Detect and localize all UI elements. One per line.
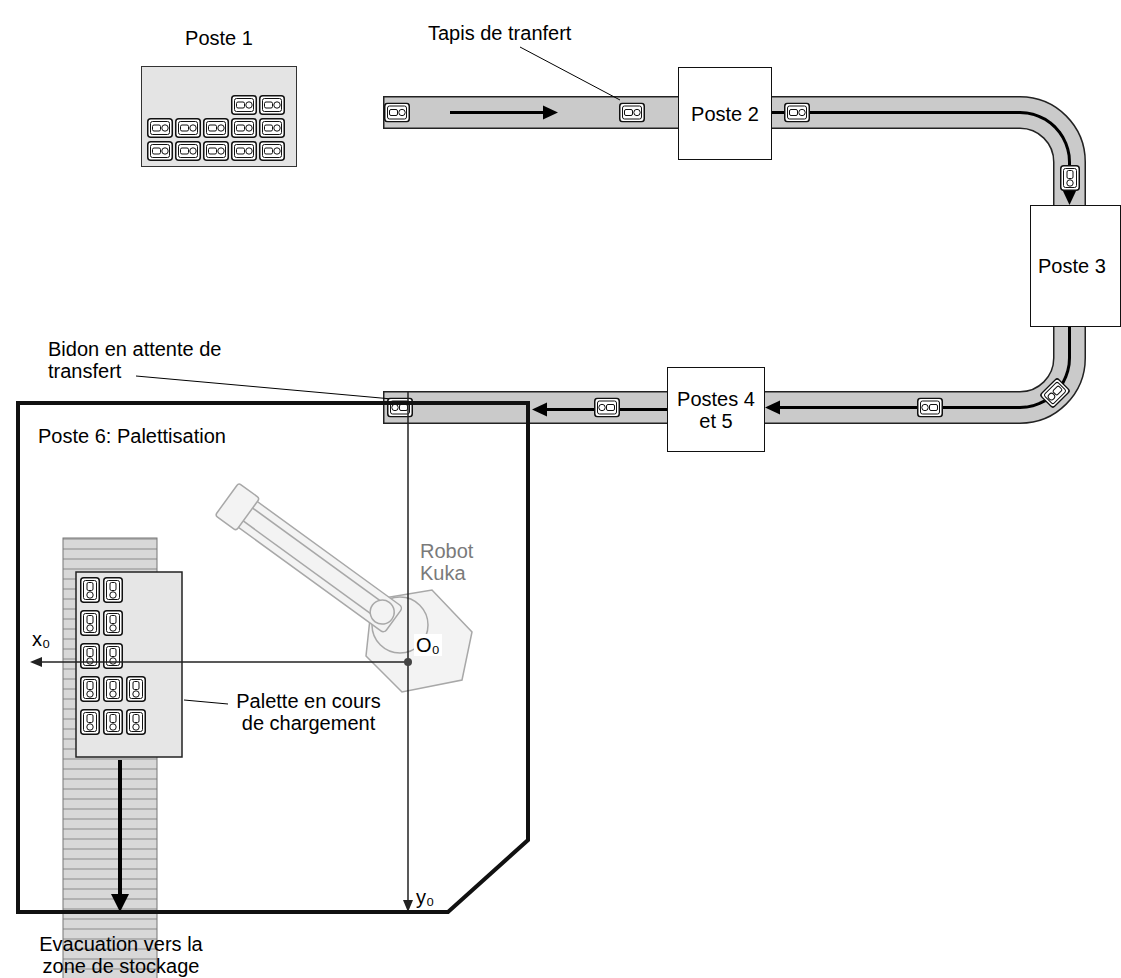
flow-arrow (450, 111, 545, 114)
robot-illustration (253, 508, 387, 606)
station-name: Poste 6: Palettisation (38, 425, 226, 447)
container-icon (104, 611, 123, 636)
station-box: Poste 1 (141, 66, 297, 167)
arrowhead (765, 401, 780, 415)
container-icon (104, 578, 123, 603)
robot-illustration (243, 521, 377, 619)
robot-label: Robot Kuka (418, 540, 475, 584)
axis-arrowhead (30, 657, 42, 667)
robot-illustration (215, 483, 260, 531)
leader-line (136, 376, 392, 399)
axis (42, 661, 408, 663)
container-icon (232, 142, 257, 161)
evacuation-arrow (118, 760, 122, 896)
zone-outline-shape (16, 401, 532, 914)
connector-line (772, 113, 1070, 194)
exit-label: Evacuation vers la zone de stockage (20, 933, 222, 977)
container-icon (260, 142, 285, 161)
station-box: Poste 3 (1030, 205, 1121, 327)
container-icon (81, 677, 100, 702)
leader-line (184, 700, 228, 704)
axis-arrowhead (404, 658, 412, 666)
zone-outline-shape (18, 403, 528, 912)
axis (407, 392, 409, 900)
evacuation-arrow (111, 894, 129, 912)
container-icon (81, 611, 100, 636)
connector-line (777, 327, 1070, 408)
container-icon (918, 398, 943, 417)
station-name: Poste 3 (1038, 255, 1106, 277)
flow-arrow (450, 106, 558, 120)
origin-label: O₀ (414, 634, 442, 656)
container-icon (1040, 378, 1070, 408)
container-icon (176, 142, 201, 161)
zone-outline: Poste 6: Palettisation (16, 401, 532, 914)
container-icon (81, 710, 100, 735)
container-icon (81, 644, 100, 669)
container-icon (176, 119, 201, 138)
robot-illustration (215, 483, 472, 692)
robot-illustration (366, 590, 472, 692)
callout-label: Bidon en attente de transfert (48, 338, 240, 382)
leader-line (520, 47, 620, 100)
flow-arrow (543, 106, 558, 120)
container-icon (620, 103, 645, 122)
container-icon (232, 96, 257, 115)
container-icon (148, 119, 173, 138)
container-icon (127, 677, 146, 702)
container-icon (148, 142, 173, 161)
leader-line (136, 47, 620, 704)
station-fill (141, 66, 297, 167)
conveyor-belt (383, 391, 385, 424)
container-icon (204, 142, 229, 161)
pallet (76, 572, 182, 757)
flow-connector (772, 113, 1077, 206)
station-name: Poste 2 (691, 103, 759, 125)
container-icon (127, 710, 146, 735)
evacuation-arrow (111, 760, 129, 912)
robot-illustration (365, 595, 399, 629)
container-icon (595, 398, 620, 417)
station-name: Postes 4 et 5 (674, 388, 758, 432)
container-icon (785, 103, 810, 122)
arrowhead (532, 403, 547, 417)
container-icon (104, 644, 123, 669)
station-box: Poste 2 (678, 67, 772, 160)
station-name: Poste 1 (142, 27, 296, 49)
container-icon (232, 119, 257, 138)
conveyor-label: Tapis de tranfert (428, 22, 571, 44)
robot-illustration (215, 483, 405, 636)
container-icon (204, 119, 229, 138)
callout-label: Palette en cours de chargement (226, 690, 391, 734)
arrowhead (1063, 190, 1077, 205)
container-icon (104, 710, 123, 735)
container-icon (81, 96, 1080, 735)
axis-arrowhead (30, 657, 413, 912)
station-box: Postes 4 et 5 (667, 367, 765, 452)
container-icon (260, 119, 285, 138)
container-icon (260, 96, 285, 115)
container-icon (1061, 166, 1080, 191)
axis-label: x₀ (32, 628, 50, 650)
axis (42, 392, 408, 900)
container-icon (385, 103, 410, 122)
robot-illustration (226, 492, 403, 633)
container-icon (81, 578, 100, 603)
container-icon (104, 677, 123, 702)
axis-label: y₀ (416, 886, 434, 908)
